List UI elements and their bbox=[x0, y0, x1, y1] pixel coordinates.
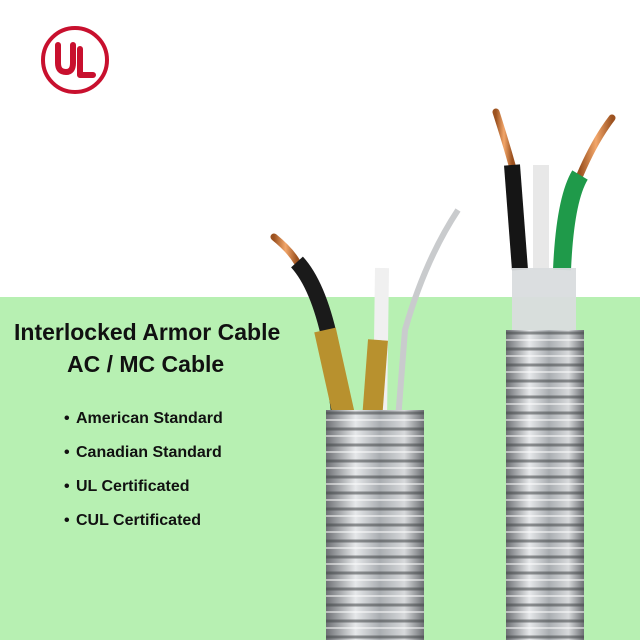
feature-item: •Canadian Standard bbox=[64, 444, 222, 461]
left-armored-cable bbox=[270, 208, 461, 640]
feature-list: •American Standard •Canadian Standard •U… bbox=[64, 406, 223, 542]
feature-item: •CUL Certificated bbox=[64, 512, 202, 529]
right-armored-cable bbox=[492, 108, 616, 640]
title-line-1: Interlocked Armor Cable bbox=[14, 319, 281, 345]
feature-item: •American Standard bbox=[64, 410, 223, 427]
product-title: Interlocked Armor Cable AC / MC Cable bbox=[14, 316, 324, 380]
ul-logo bbox=[41, 26, 109, 94]
title-line-2: AC / MC Cable bbox=[67, 351, 225, 377]
feature-item: •UL Certificated bbox=[64, 478, 190, 495]
